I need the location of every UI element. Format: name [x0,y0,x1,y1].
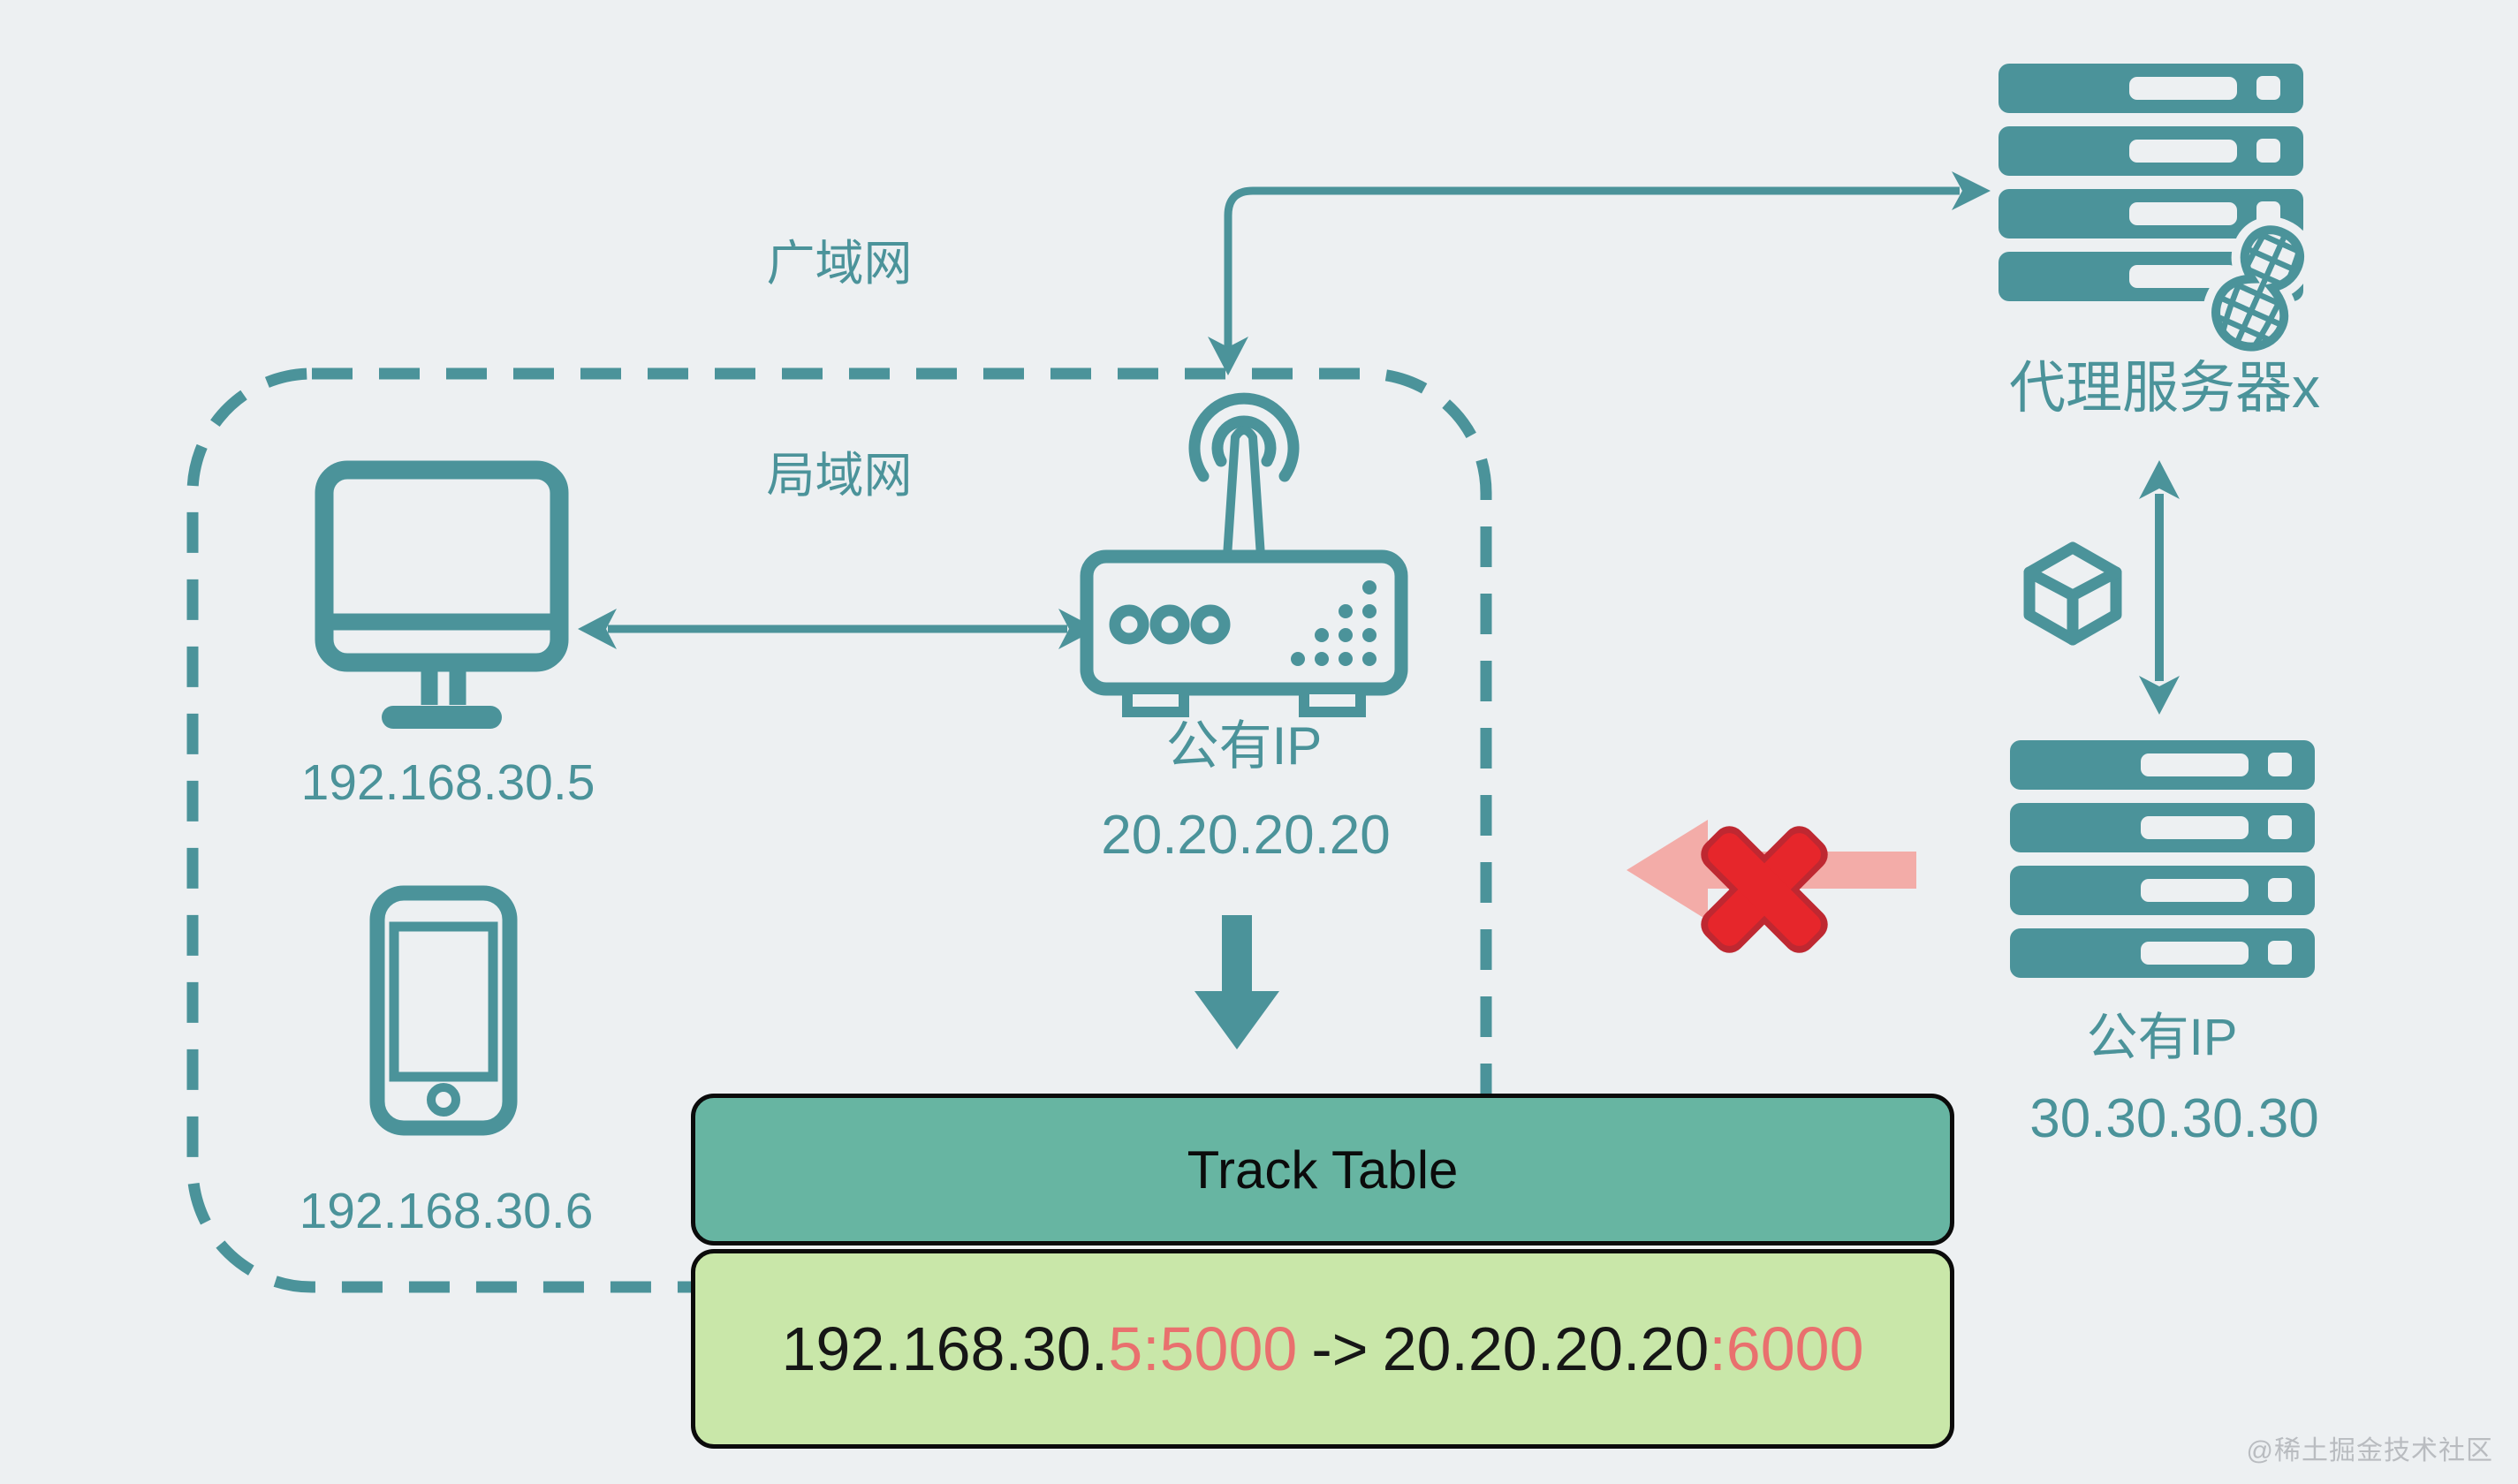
router-icon [1080,392,1408,717]
track-table-header: Track Table [691,1094,1954,1246]
entry-src-ip: 192.168.30. [781,1314,1109,1383]
public-server-icon [2010,740,2315,978]
public-server-ip-title: 公有IP [2086,1009,2238,1066]
entry-src-host-port: 5:5000 [1108,1314,1298,1383]
track-table-row: 192.168.30.5:5000->20.20.20.20:6000 [691,1249,1954,1449]
pc-ip-label: 192.168.30.5 [300,754,595,811]
router-public-ip-title: 公有IP [1165,716,1323,776]
blocked-x-icon [1701,826,1828,953]
smartphone-icon [369,885,518,1136]
proxy-server-icon [1998,64,2303,301]
entry-dst-ip: 20.20.20.20 [1382,1314,1710,1383]
entry-dst-port: :6000 [1709,1314,1864,1383]
public-server-ip-label: 30.30.30.30 [2029,1088,2319,1149]
lan-label: 局域网 [766,448,913,503]
lan-link-arrow [578,609,1097,649]
watermark: @稀土掘金技术社区 [2246,1436,2493,1465]
peanut-icon [2203,216,2317,360]
wifi-signal-icon [1188,392,1300,482]
monitor-icon [315,460,569,729]
entry-mapping-arrow: -> [1311,1314,1369,1383]
track-table-title: Track Table [1187,1140,1459,1200]
router-public-ip-label: 20.20.20.20 [1101,805,1391,866]
proxy-server-label: 代理服务器x [2009,356,2320,420]
cube-package-icon [2023,541,2122,646]
wan-label: 广域网 [766,236,913,291]
server-link-arrow [2139,460,2180,715]
nat-mapping-arrow [1195,915,1279,1049]
phone-ip-label: 192.168.30.6 [299,1183,594,1239]
wan-uplink-arrow [1208,171,1991,375]
